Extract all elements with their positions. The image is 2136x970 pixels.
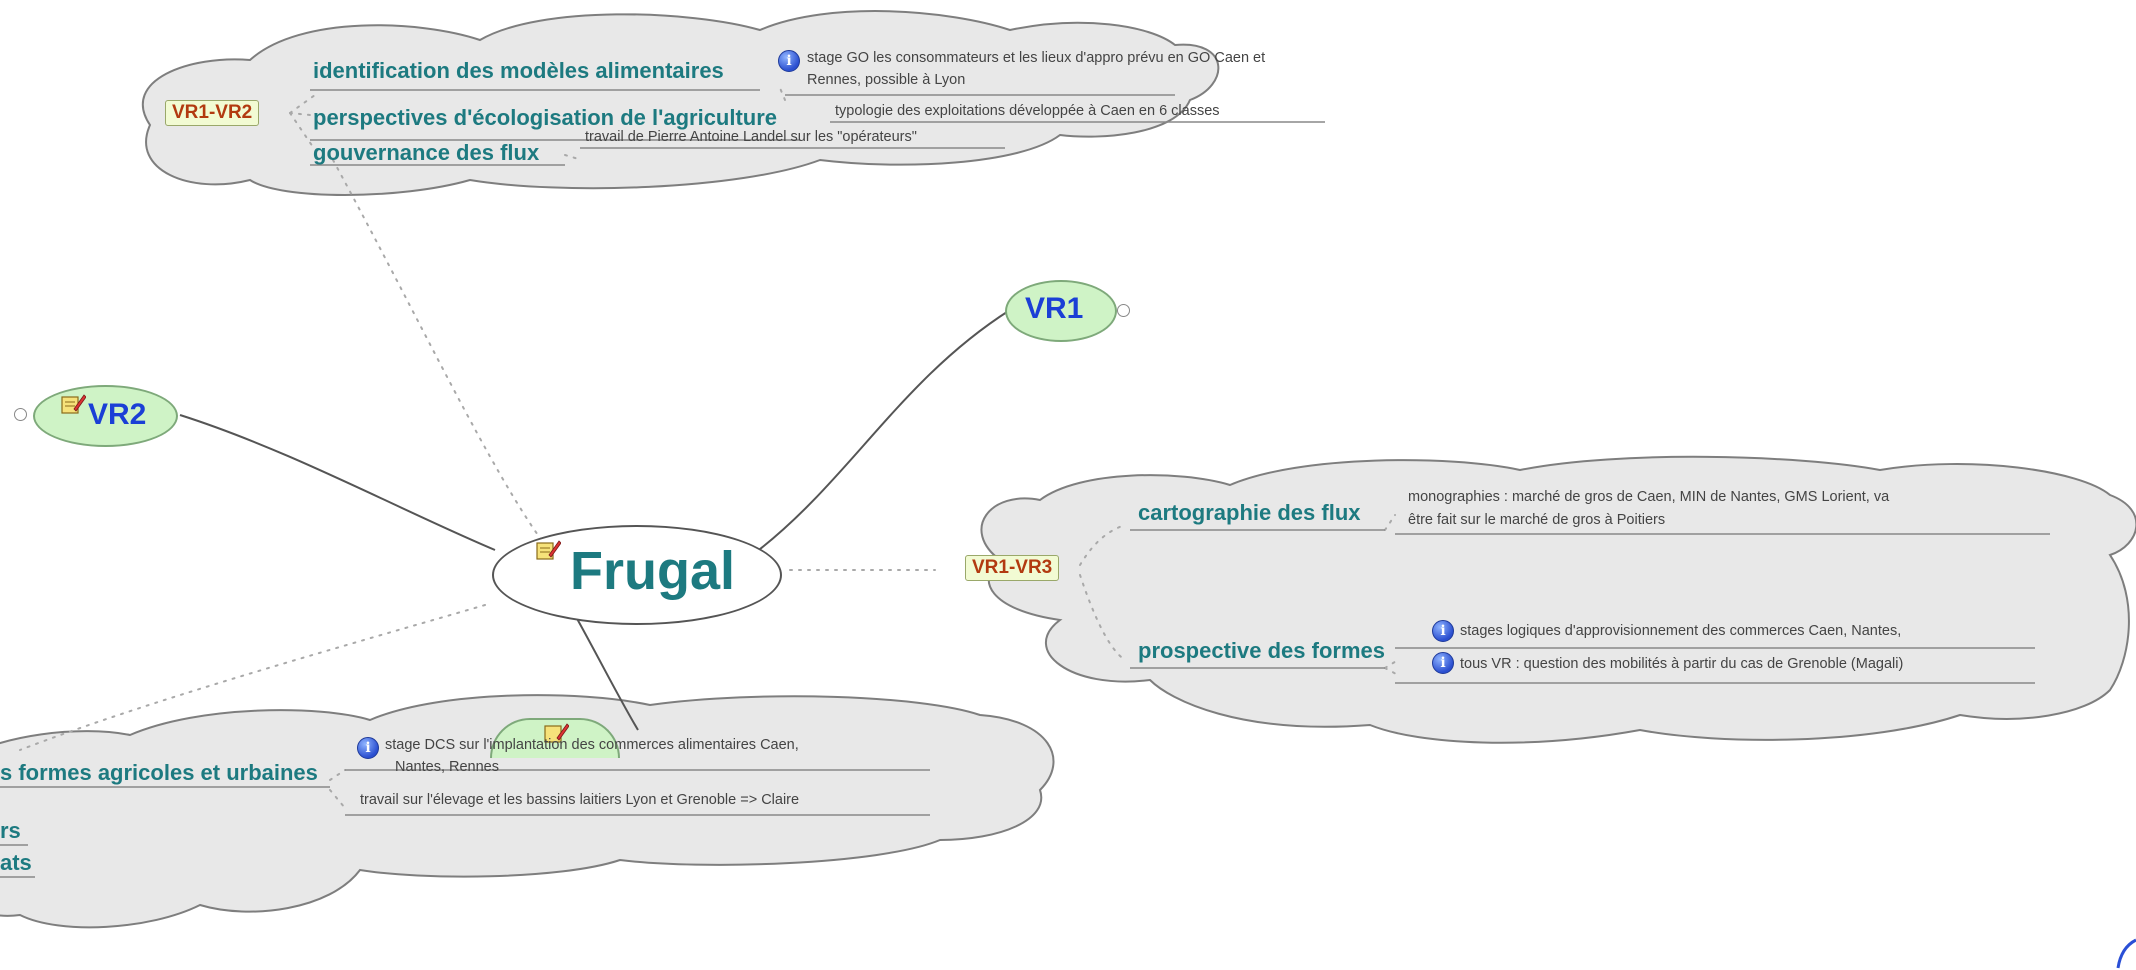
topic-prospective-formes[interactable]: prospective des formes	[1138, 638, 1385, 663]
note-bottom-2: travail sur l'élevage et les bassins lai…	[360, 792, 800, 808]
note-top-1-line1: stage GO les consommateurs et les lieux …	[807, 50, 1266, 66]
topic-ecologisation-agriculture[interactable]: perspectives d'écologisation de l'agricu…	[313, 105, 778, 130]
collapse-knob[interactable]	[1117, 304, 1130, 317]
group-tag-vr1-vr3[interactable]: VR1-VR3	[965, 555, 1060, 581]
collapse-knob[interactable]	[14, 408, 27, 421]
topic-vr2-bubble[interactable]	[33, 385, 178, 447]
topic-identification-modeles[interactable]: identification des modèles alimentaires	[313, 58, 724, 83]
root-topic[interactable]	[492, 525, 782, 625]
note-icon	[61, 394, 86, 414]
topic-partial-rs[interactable]: rs	[0, 818, 21, 843]
cloud-top	[141, 10, 1220, 196]
cloud-right	[980, 455, 2136, 744]
note-right-1-line2: être fait sur le marché de gros à Poitie…	[1408, 512, 1666, 528]
note-bottom-1-line2: Nantes, Rennes	[395, 759, 499, 775]
topic-vr1-label: VR1	[1025, 292, 1084, 325]
note-bottom-1-line1: stage DCS sur l'implantation des commerc…	[385, 737, 799, 753]
root-label: Frugal	[570, 541, 736, 601]
info-icon[interactable]: i	[357, 737, 379, 759]
topic-vr1-bubble[interactable]	[1005, 280, 1117, 342]
note-top-3: travail de Pierre Antoine Landel sur les…	[585, 129, 917, 145]
topic-formes-agricoles-urbaines[interactable]: s formes agricoles et urbaines	[0, 760, 318, 785]
note-right-1-line1: monographies : marché de gros de Caen, M…	[1408, 489, 1890, 505]
note-top-2: typologie des exploitations développée à…	[835, 103, 1220, 119]
note-top-1-line2: Rennes, possible à Lyon	[807, 72, 966, 88]
cloud-bottom	[0, 694, 1055, 929]
topic-partial-ats[interactable]: ats	[0, 850, 32, 875]
info-icon[interactable]: i	[1432, 652, 1454, 674]
note-icon	[536, 540, 561, 560]
group-tag-vr1-vr2[interactable]: VR1-VR2	[165, 100, 260, 126]
info-icon[interactable]: i	[1432, 620, 1454, 642]
note-right-2: stages logiques d'approvisionnement des …	[1460, 623, 1902, 639]
topic-vr2-label: VR2	[88, 398, 147, 431]
note-right-3: tous VR : question des mobilités à parti…	[1460, 656, 1904, 672]
note-icon	[544, 723, 569, 743]
info-icon[interactable]: i	[778, 50, 800, 72]
topic-cartographie-flux[interactable]: cartographie des flux	[1138, 500, 1361, 525]
topic-gouvernance-flux[interactable]: gouvernance des flux	[313, 140, 540, 165]
